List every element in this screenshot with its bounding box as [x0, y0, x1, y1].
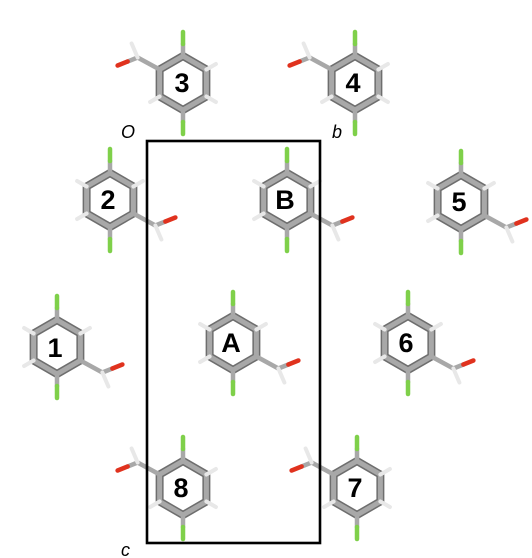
- hydrogen-atom: [429, 322, 443, 332]
- aldehyde-hydrogen: [276, 366, 287, 385]
- hydrogen-atom: [376, 94, 390, 104]
- hydrogen-atom: [22, 358, 36, 368]
- c-c-bond: [135, 460, 162, 477]
- hydrogen-atom: [252, 211, 266, 221]
- hydrogen-atom: [204, 94, 218, 104]
- hydrogen-atom: [252, 179, 266, 189]
- molecule-6: [373, 289, 476, 397]
- c-c-bond: [308, 211, 335, 228]
- molecule-2: [75, 146, 178, 254]
- aldehyde-hydrogen: [451, 366, 462, 385]
- hydrogen-atom: [131, 179, 145, 189]
- aldehyde-hydrogen: [100, 370, 111, 389]
- molecule-8: [115, 434, 218, 542]
- hydrogen-atom: [320, 94, 334, 104]
- aldehyde-hydrogen: [330, 223, 341, 242]
- oxygen-atom: [514, 217, 529, 226]
- c-c-bond: [307, 55, 334, 72]
- c-c-bond: [429, 354, 456, 371]
- molecule-label-7: 7: [347, 473, 362, 503]
- c-c-bond: [131, 211, 158, 228]
- hydrogen-atom: [308, 179, 322, 189]
- axis-label-b: b: [332, 122, 342, 142]
- c-c-bond: [482, 213, 509, 230]
- molecule-label-3: 3: [174, 68, 189, 98]
- hydrogen-atom: [426, 213, 440, 223]
- unit-cell-box: [145, 139, 322, 545]
- molecule-label-2: 2: [100, 185, 115, 215]
- hydrogen-atom: [204, 467, 218, 477]
- molecule-4: [287, 29, 390, 137]
- molecule-B: [252, 146, 355, 254]
- hydrogen-atom: [78, 326, 92, 336]
- oxygen-atom: [289, 464, 304, 473]
- oxygen-atom: [461, 358, 476, 367]
- hydrogen-atom: [426, 181, 440, 191]
- aldehyde-hydrogen: [303, 446, 314, 465]
- molecule-label-4: 4: [345, 68, 360, 98]
- axis-label-origin: O: [121, 122, 135, 142]
- hydrogen-atom: [75, 211, 89, 221]
- hydrogen-atom: [322, 499, 336, 509]
- hydrogen-atom: [378, 499, 392, 509]
- oxygen-atom: [163, 215, 178, 224]
- molecule-layer: [22, 29, 529, 542]
- aldehyde-hydrogen: [301, 41, 312, 60]
- aldehyde-hydrogen: [129, 41, 140, 60]
- molecule-label-1: 1: [47, 333, 62, 363]
- oxygen-atom: [110, 362, 125, 371]
- hydrogen-atom: [204, 62, 218, 72]
- oxygen-atom: [287, 59, 302, 68]
- c-c-bond: [309, 460, 336, 477]
- aldehyde-hydrogen: [504, 225, 515, 244]
- c-c-bond: [135, 55, 162, 72]
- aldehyde-hydrogen: [129, 446, 140, 465]
- molecule-5: [426, 148, 529, 256]
- hydrogen-atom: [373, 354, 387, 364]
- hydrogen-atom: [482, 181, 496, 191]
- c-c-bond: [78, 358, 105, 375]
- molecule-label-5: 5: [451, 187, 466, 217]
- molecule-label-8: 8: [173, 473, 188, 503]
- hydrogen-atom: [148, 499, 162, 509]
- molecule-A: [198, 289, 301, 397]
- hydrogen-atom: [373, 322, 387, 332]
- molecule-label-6: 6: [398, 328, 413, 358]
- hydrogen-atom: [22, 326, 36, 336]
- molecule-label-A: A: [221, 328, 241, 358]
- molecule-label-B: B: [275, 185, 295, 215]
- oxygen-atom: [286, 358, 301, 367]
- molecule-1: [22, 293, 125, 401]
- hydrogen-atom: [75, 179, 89, 189]
- oxygen-atom: [115, 464, 130, 473]
- hydrogen-atom: [378, 467, 392, 477]
- hydrogen-atom: [198, 322, 212, 332]
- hydrogen-atom: [376, 62, 390, 72]
- molecule-7: [289, 434, 392, 542]
- hydrogen-atom: [204, 499, 218, 509]
- oxygen-atom: [115, 59, 130, 68]
- c-c-bond: [254, 354, 281, 371]
- hydrogen-atom: [254, 322, 268, 332]
- hydrogen-atom: [198, 354, 212, 364]
- hydrogen-atom: [148, 94, 162, 104]
- molecule-3: [115, 29, 218, 137]
- aldehyde-hydrogen: [153, 223, 164, 242]
- axis-label-c: c: [121, 540, 130, 558]
- label-layer: 3 4 2 B 5 1 A 6 8 7 O b c: [47, 68, 466, 558]
- oxygen-atom: [340, 215, 355, 224]
